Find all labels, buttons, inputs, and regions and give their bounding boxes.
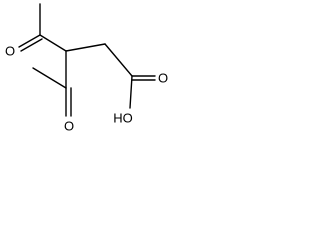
upper-ketone-double-bond-a [18,34,41,48]
acid-hydroxyl-label: HO [113,111,133,126]
chemical-structure-diagram: O O O HO [5,3,168,134]
ch2-to-acid-carbon-bond [104,43,133,77]
upper-ketone-double-bond-b [20,38,43,52]
acid-carbonyl-oxygen-label: O [158,71,168,86]
lower-methyl-bond [32,67,67,89]
lower-ketone-oxygen-label: O [64,119,74,134]
upper-ketone-oxygen-label: O [5,44,15,59]
acid-hydroxyl-bond [129,75,133,109]
upper-carbonyl-to-center-bond [39,34,67,52]
center-to-ch2-bond [65,43,106,52]
